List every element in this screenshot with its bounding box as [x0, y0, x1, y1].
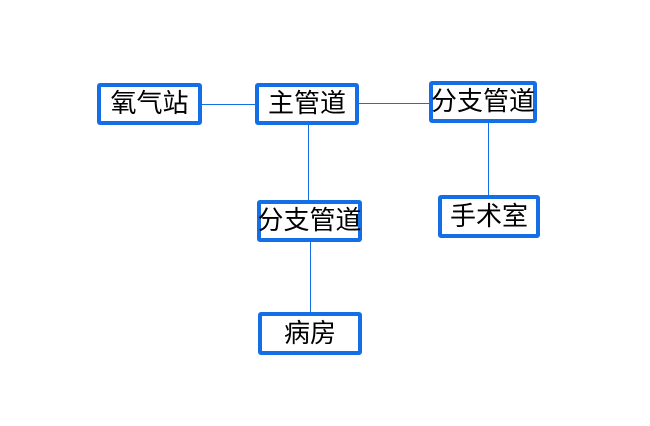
node-main-pipeline: 主管道 [255, 83, 359, 125]
node-label-branch-pipeline-right: 分支管道 [431, 87, 536, 116]
node-branch-pipeline-right: 分支管道 [429, 81, 537, 123]
node-operating-room: 手术室 [438, 195, 540, 238]
node-label-branch-pipeline-middle: 分支管道 [257, 206, 362, 235]
node-label-operating-room: 手术室 [449, 201, 528, 231]
edge-branch-pipeline-right-to-operating-room [488, 123, 489, 195]
node-label-main-pipeline: 主管道 [267, 89, 346, 118]
node-ward: 病房 [258, 312, 362, 355]
node-label-ward: 病房 [283, 318, 336, 348]
node-oxygen-station: 氧气站 [97, 83, 202, 125]
edge-branch-pipeline-middle-to-ward [310, 242, 311, 312]
edge-oxygen-station-to-main-pipeline [202, 104, 255, 105]
node-branch-pipeline-middle: 分支管道 [257, 200, 362, 242]
edge-main-pipeline-to-branch-pipeline-middle [308, 125, 309, 200]
node-label-oxygen-station: 氧气站 [110, 89, 189, 118]
edge-main-pipeline-to-branch-pipeline-right [359, 103, 429, 104]
